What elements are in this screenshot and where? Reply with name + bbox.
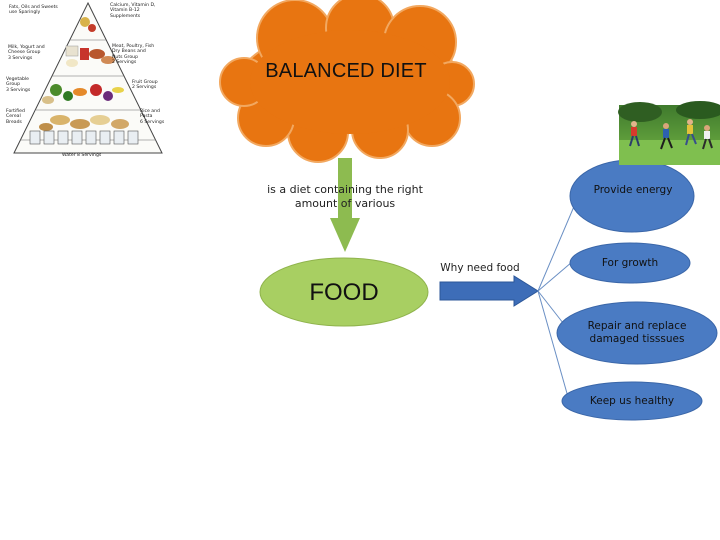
reason-healthy-label: Keep us healthy (589, 395, 675, 407)
pyramid-label-vegetable: Vegetable Group 3 Servings (6, 77, 31, 93)
pyramid-label-supplements: Calcium, Vitamin D, Vitamin B-12 Supplem… (110, 3, 156, 19)
pyramid-label-fruit: Fruit Group 2 Servings (132, 80, 158, 91)
pyramid-label-milk: Milk, Yogurt and Cheese Group 3 Servings (8, 45, 45, 61)
food-label: FOOD (309, 279, 379, 306)
food-pyramid-image (13, 1, 163, 154)
reason-node-healthy (561, 381, 703, 421)
kids-running-photo (618, 101, 720, 165)
down-arrow (330, 158, 360, 252)
slide-title: BALANCED DIET (265, 60, 427, 82)
pyramid-food-items-icon (29, 17, 139, 145)
reason-energy-label: Provide energy (593, 184, 673, 196)
cloud-core (250, 30, 450, 134)
pyramid-label-water: Water 8 Servings (62, 153, 102, 158)
definition-text: is a diet containing the right amount of… (267, 183, 423, 210)
pyramid-label-fats: Fats, Oils and Sweets use Sparingly (9, 5, 58, 16)
reason-node-repair (556, 301, 718, 365)
reason-repair-label: Repair and replace damaged tisssues (587, 320, 687, 345)
connector-lines (537, 189, 582, 405)
pyramid-label-meat: Meat, Poultry, Fish Dry Beans and Nuts G… (112, 44, 155, 66)
pyramid-label-rice: Rice and Pasta 6 Servings (140, 109, 165, 125)
reason-growth-label: For growth (601, 257, 659, 269)
food-oval (259, 257, 429, 327)
why-need-food-label: Why need food (440, 262, 520, 274)
food-pyramid-labels: Fats, Oils and Sweets use Sparingly Calc… (0, 0, 178, 162)
reason-node-growth (569, 242, 691, 284)
pyramid-label-cereal: Fortified Cereal Breads (6, 109, 25, 125)
right-arrow (439, 275, 539, 307)
